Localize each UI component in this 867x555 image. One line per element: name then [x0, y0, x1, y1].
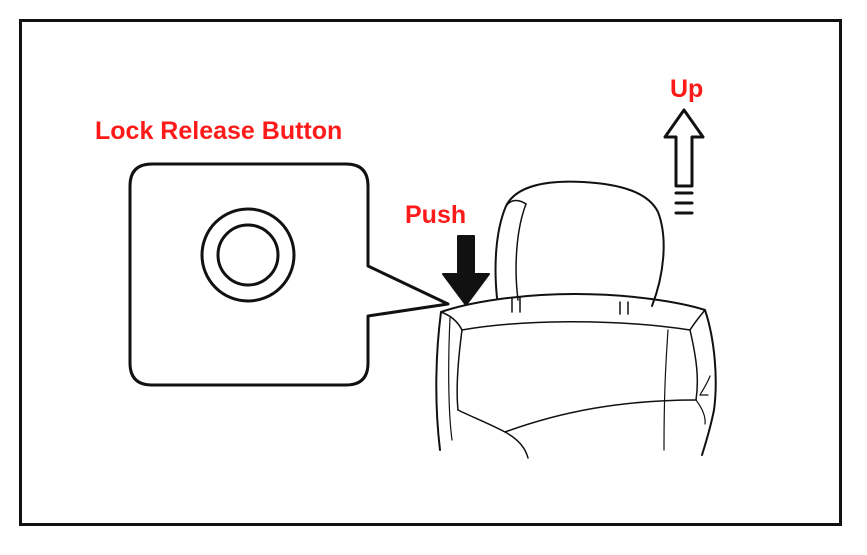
- diagram-frame: [19, 19, 842, 526]
- headrest-icon: [494, 180, 665, 315]
- up-label: Up: [670, 75, 704, 103]
- lock-release-button-label: Lock Release Button: [95, 117, 343, 145]
- seat-back-icon: [435, 293, 717, 459]
- push-label: Push: [405, 201, 467, 229]
- lock-release-button-icon: [200, 207, 296, 303]
- callout-box: [128, 162, 450, 387]
- push-arrow-down-icon: [442, 235, 490, 306]
- up-arrow-icon: [663, 108, 705, 215]
